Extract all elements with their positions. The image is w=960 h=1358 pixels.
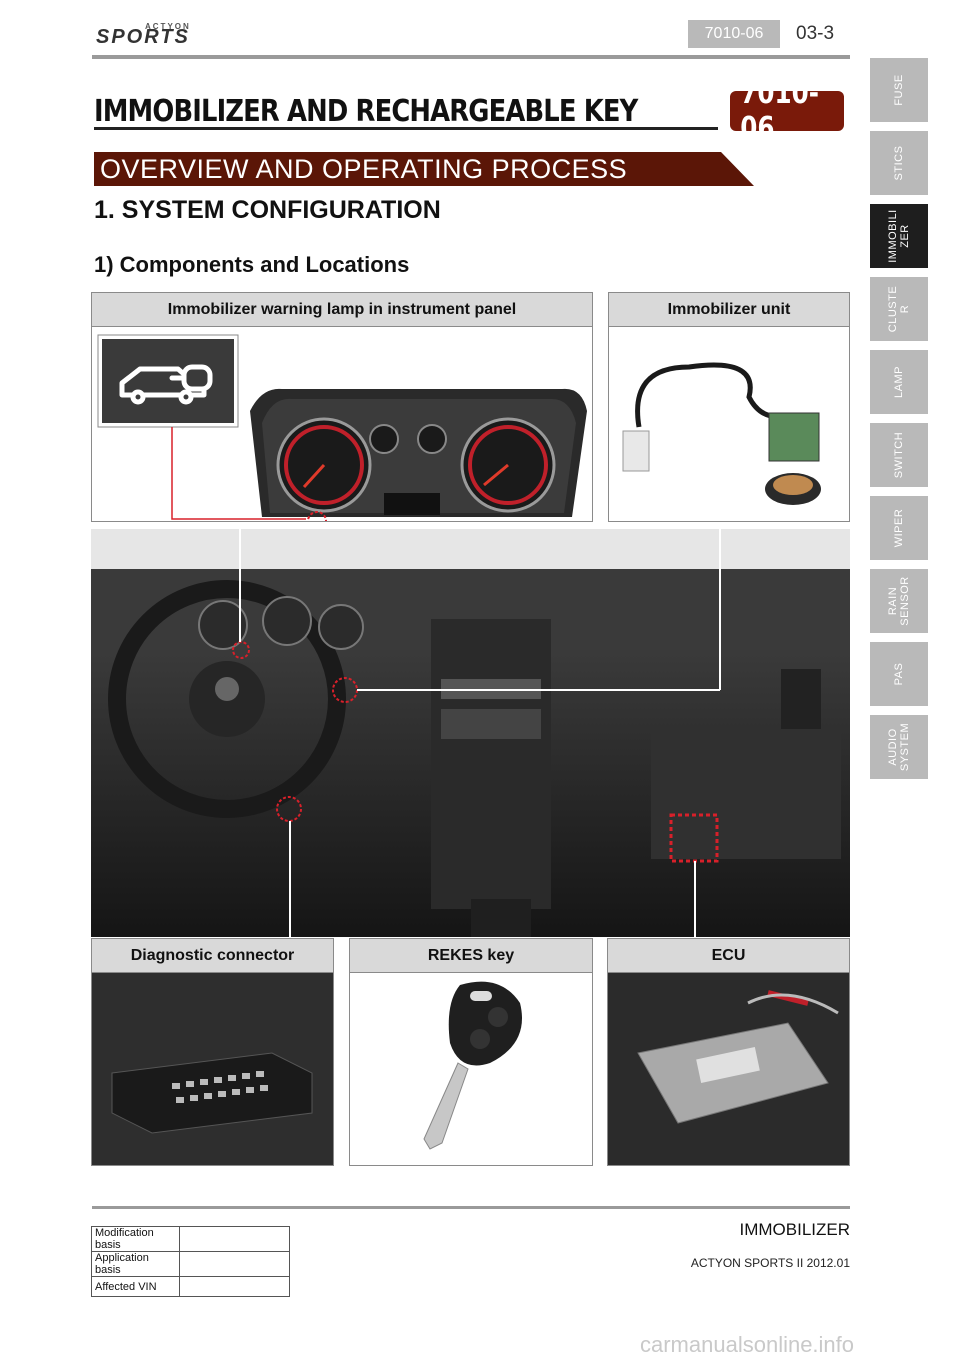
tab-immobilizer[interactable]: IMMOBILI ZER xyxy=(870,204,928,268)
tab-fuse-label: FUSE xyxy=(893,61,905,119)
instrument-cluster-illustration xyxy=(92,327,592,521)
panel-ecu-title: ECU xyxy=(608,939,849,973)
modification-basis-label: Modification basis xyxy=(92,1227,180,1252)
overview-title: OVERVIEW AND OPERATING PROCESS xyxy=(100,152,627,186)
tab-audio-system[interactable]: AUDIO SYSTEM xyxy=(870,715,928,779)
tab-stics-label: STICS xyxy=(893,134,905,192)
application-basis-label: Application basis xyxy=(92,1252,180,1277)
panel-immobilizer-unit: Immobilizer unit xyxy=(608,292,850,522)
title-underline xyxy=(94,127,718,130)
panel-ecu: ECU xyxy=(607,938,850,1166)
affected-vin-value xyxy=(180,1277,290,1297)
tab-cluster[interactable]: CLUSTE R xyxy=(870,277,928,341)
table-row: Affected VIN xyxy=(92,1277,290,1297)
tab-audio-system-label: AUDIO SYSTEM xyxy=(887,718,911,776)
ecu-illustration xyxy=(608,973,849,1165)
header-code: 7010-06 xyxy=(688,20,780,48)
section-title: 1. SYSTEM CONFIGURATION xyxy=(94,196,441,225)
diagnostic-connector-illustration xyxy=(92,973,333,1165)
tab-pas-label: PAS xyxy=(893,645,905,703)
tab-immobilizer-label: IMMOBILI ZER xyxy=(887,207,911,265)
immobilizer-unit-illustration xyxy=(609,327,849,521)
brand-logo: SPORTS xyxy=(96,26,190,49)
panel-warning-lamp-title: Immobilizer warning lamp in instrument p… xyxy=(92,293,592,327)
modification-basis-value xyxy=(180,1227,290,1252)
header-divider xyxy=(92,55,850,59)
dashboard-photo xyxy=(91,529,850,937)
footer-divider xyxy=(92,1206,850,1209)
tab-rain-sensor-label: RAIN SENSOR xyxy=(887,572,911,630)
panel-immobilizer-unit-title: Immobilizer unit xyxy=(609,293,849,327)
modification-table: Modification basis Application basis Aff… xyxy=(91,1226,290,1297)
panel-rekes-title: REKES key xyxy=(350,939,592,973)
tab-lamp-label: LAMP xyxy=(893,353,905,411)
title-code-badge: 7010-06 xyxy=(730,91,844,131)
application-basis-value xyxy=(180,1252,290,1277)
footer-section-title: IMMOBILIZER xyxy=(739,1220,850,1240)
tab-pas[interactable]: PAS xyxy=(870,642,928,706)
footer-model: ACTYON SPORTS II 2012.01 xyxy=(691,1256,850,1270)
tab-cluster-label: CLUSTE R xyxy=(887,280,911,338)
tab-switch[interactable]: SWITCH xyxy=(870,423,928,487)
panel-warning-lamp: Immobilizer warning lamp in instrument p… xyxy=(91,292,593,522)
panel-rekes-key: REKES key xyxy=(349,938,593,1166)
title-code-text: 7010-06 xyxy=(740,76,833,146)
affected-vin-label: Affected VIN xyxy=(92,1277,180,1297)
watermark: carmanualsonline.info xyxy=(640,1332,854,1358)
tab-wiper[interactable]: WIPER xyxy=(870,496,928,560)
tab-stics[interactable]: STICS xyxy=(870,131,928,195)
panel-diagnostic-title: Diagnostic connector xyxy=(92,939,333,973)
tab-wiper-label: WIPER xyxy=(893,499,905,557)
panel-diagnostic-connector: Diagnostic connector xyxy=(91,938,334,1166)
table-row: Application basis xyxy=(92,1252,290,1277)
tab-rain-sensor[interactable]: RAIN SENSOR xyxy=(870,569,928,633)
page-number: 03-3 xyxy=(796,20,834,48)
page-title: IMMOBILIZER AND RECHARGEABLE KEY xyxy=(94,94,637,129)
tab-lamp[interactable]: LAMP xyxy=(870,350,928,414)
dashboard-illustration xyxy=(91,529,850,937)
tab-fuse[interactable]: FUSE xyxy=(870,58,928,122)
table-row: Modification basis xyxy=(92,1227,290,1252)
rekes-key-illustration xyxy=(350,973,592,1165)
subsection-title: 1) Components and Locations xyxy=(94,252,409,278)
tab-switch-label: SWITCH xyxy=(893,426,905,484)
